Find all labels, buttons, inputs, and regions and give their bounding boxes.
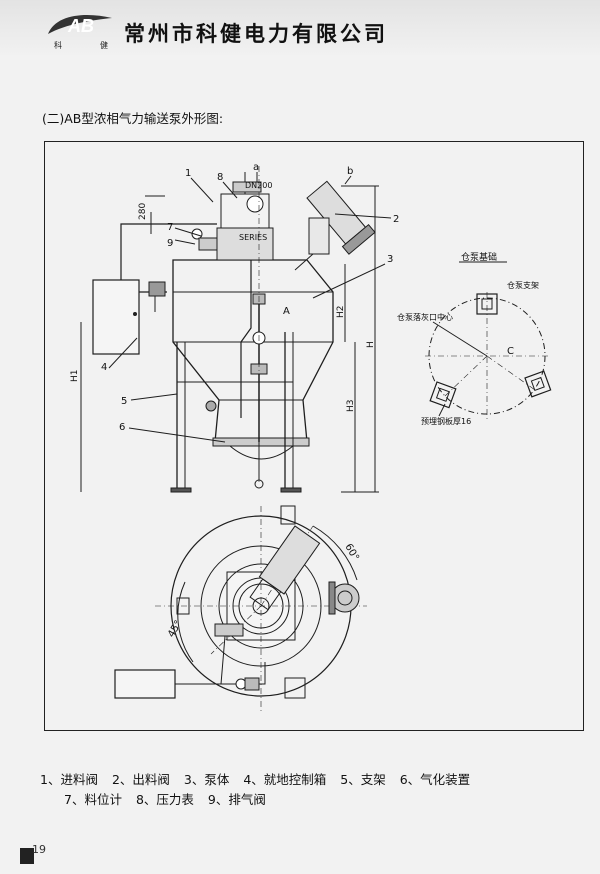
foundation-c: C [507,346,514,357]
drawing-frame: 1 8 a b 2 3 7 9 4 5 6 DN200 SERIES A 280… [44,141,584,731]
logo-text: AB [67,16,94,36]
series-label: SERIES [239,233,267,242]
callout-8: 8 [217,172,223,183]
logo-sub-left: 科 [54,40,62,50]
callout-9: 9 [167,238,173,249]
callout-4: 4 [101,362,107,373]
dim-h1: H1 [70,370,80,383]
legend-row-2: 7、料位计 8、压力表 9、排气阀 [40,790,480,810]
foundation-plate: 预埋钢板厚16 [421,416,471,426]
elevation-view [80,166,392,493]
dn-label: DN200 [245,181,272,190]
dim-h: H [366,341,376,348]
callout-7: 7 [167,222,173,233]
page-number: 19 [32,843,46,856]
legend-row-1: 1、进料阀 2、出料阀 3、泵体 4、就地控制箱 5、支架 6、气化装置 [40,770,480,790]
callout-a: a [253,162,259,173]
callout-3: 3 [387,254,393,265]
page-header: AB 科 健 常州市科健电力有限公司 [0,0,600,58]
dim-280: 280 [138,203,148,220]
foundation-support: 仓泵支架 [507,280,539,290]
legend-item: 3、泵体 [183,772,230,787]
legend-item: 6、气化装置 [399,772,471,787]
legend-item: 7、料位计 [64,792,122,807]
callout-6: 6 [119,422,125,433]
plan-view [114,505,367,712]
parts-legend: 1、进料阀 2、出料阀 3、泵体 4、就地控制箱 5、支架 6、气化装置 7、料… [40,770,480,810]
dim-h3: H3 [346,400,356,413]
legend-item: 8、压力表 [135,792,194,807]
callout-1: 1 [185,168,191,179]
pump-drawing: 1 8 a b 2 3 7 9 4 5 6 DN200 SERIES A 280… [70,162,552,712]
company-name: 常州市科健电力有限公司 [124,22,388,46]
callout-5: 5 [121,396,127,407]
company-logo: AB 科 健 [48,15,112,50]
page-corner-mark [20,848,34,864]
callout-b: b [347,166,353,177]
angle-45: 45° [166,619,184,640]
angle-60: 60° [342,542,360,563]
callout-2: 2 [393,214,399,225]
foundation-center: 仓泵落灰口中心 [397,312,453,322]
section-title: (二)AB型浓相气力输送泵外形图: [42,111,224,126]
legend-item: 2、出料阀 [111,772,170,787]
legend-item: 5、支架 [340,772,386,787]
dim-h2: H2 [336,306,346,319]
legend-item: 4、就地控制箱 [243,772,327,787]
legend-item: 1、进料阀 [40,772,98,787]
logo-sub-right: 健 [100,40,108,50]
foundation-title: 仓泵基础 [461,251,497,263]
legend-item: 9、排气阀 [207,792,266,807]
mark-a: A [283,306,290,317]
foundation-view [425,261,552,420]
